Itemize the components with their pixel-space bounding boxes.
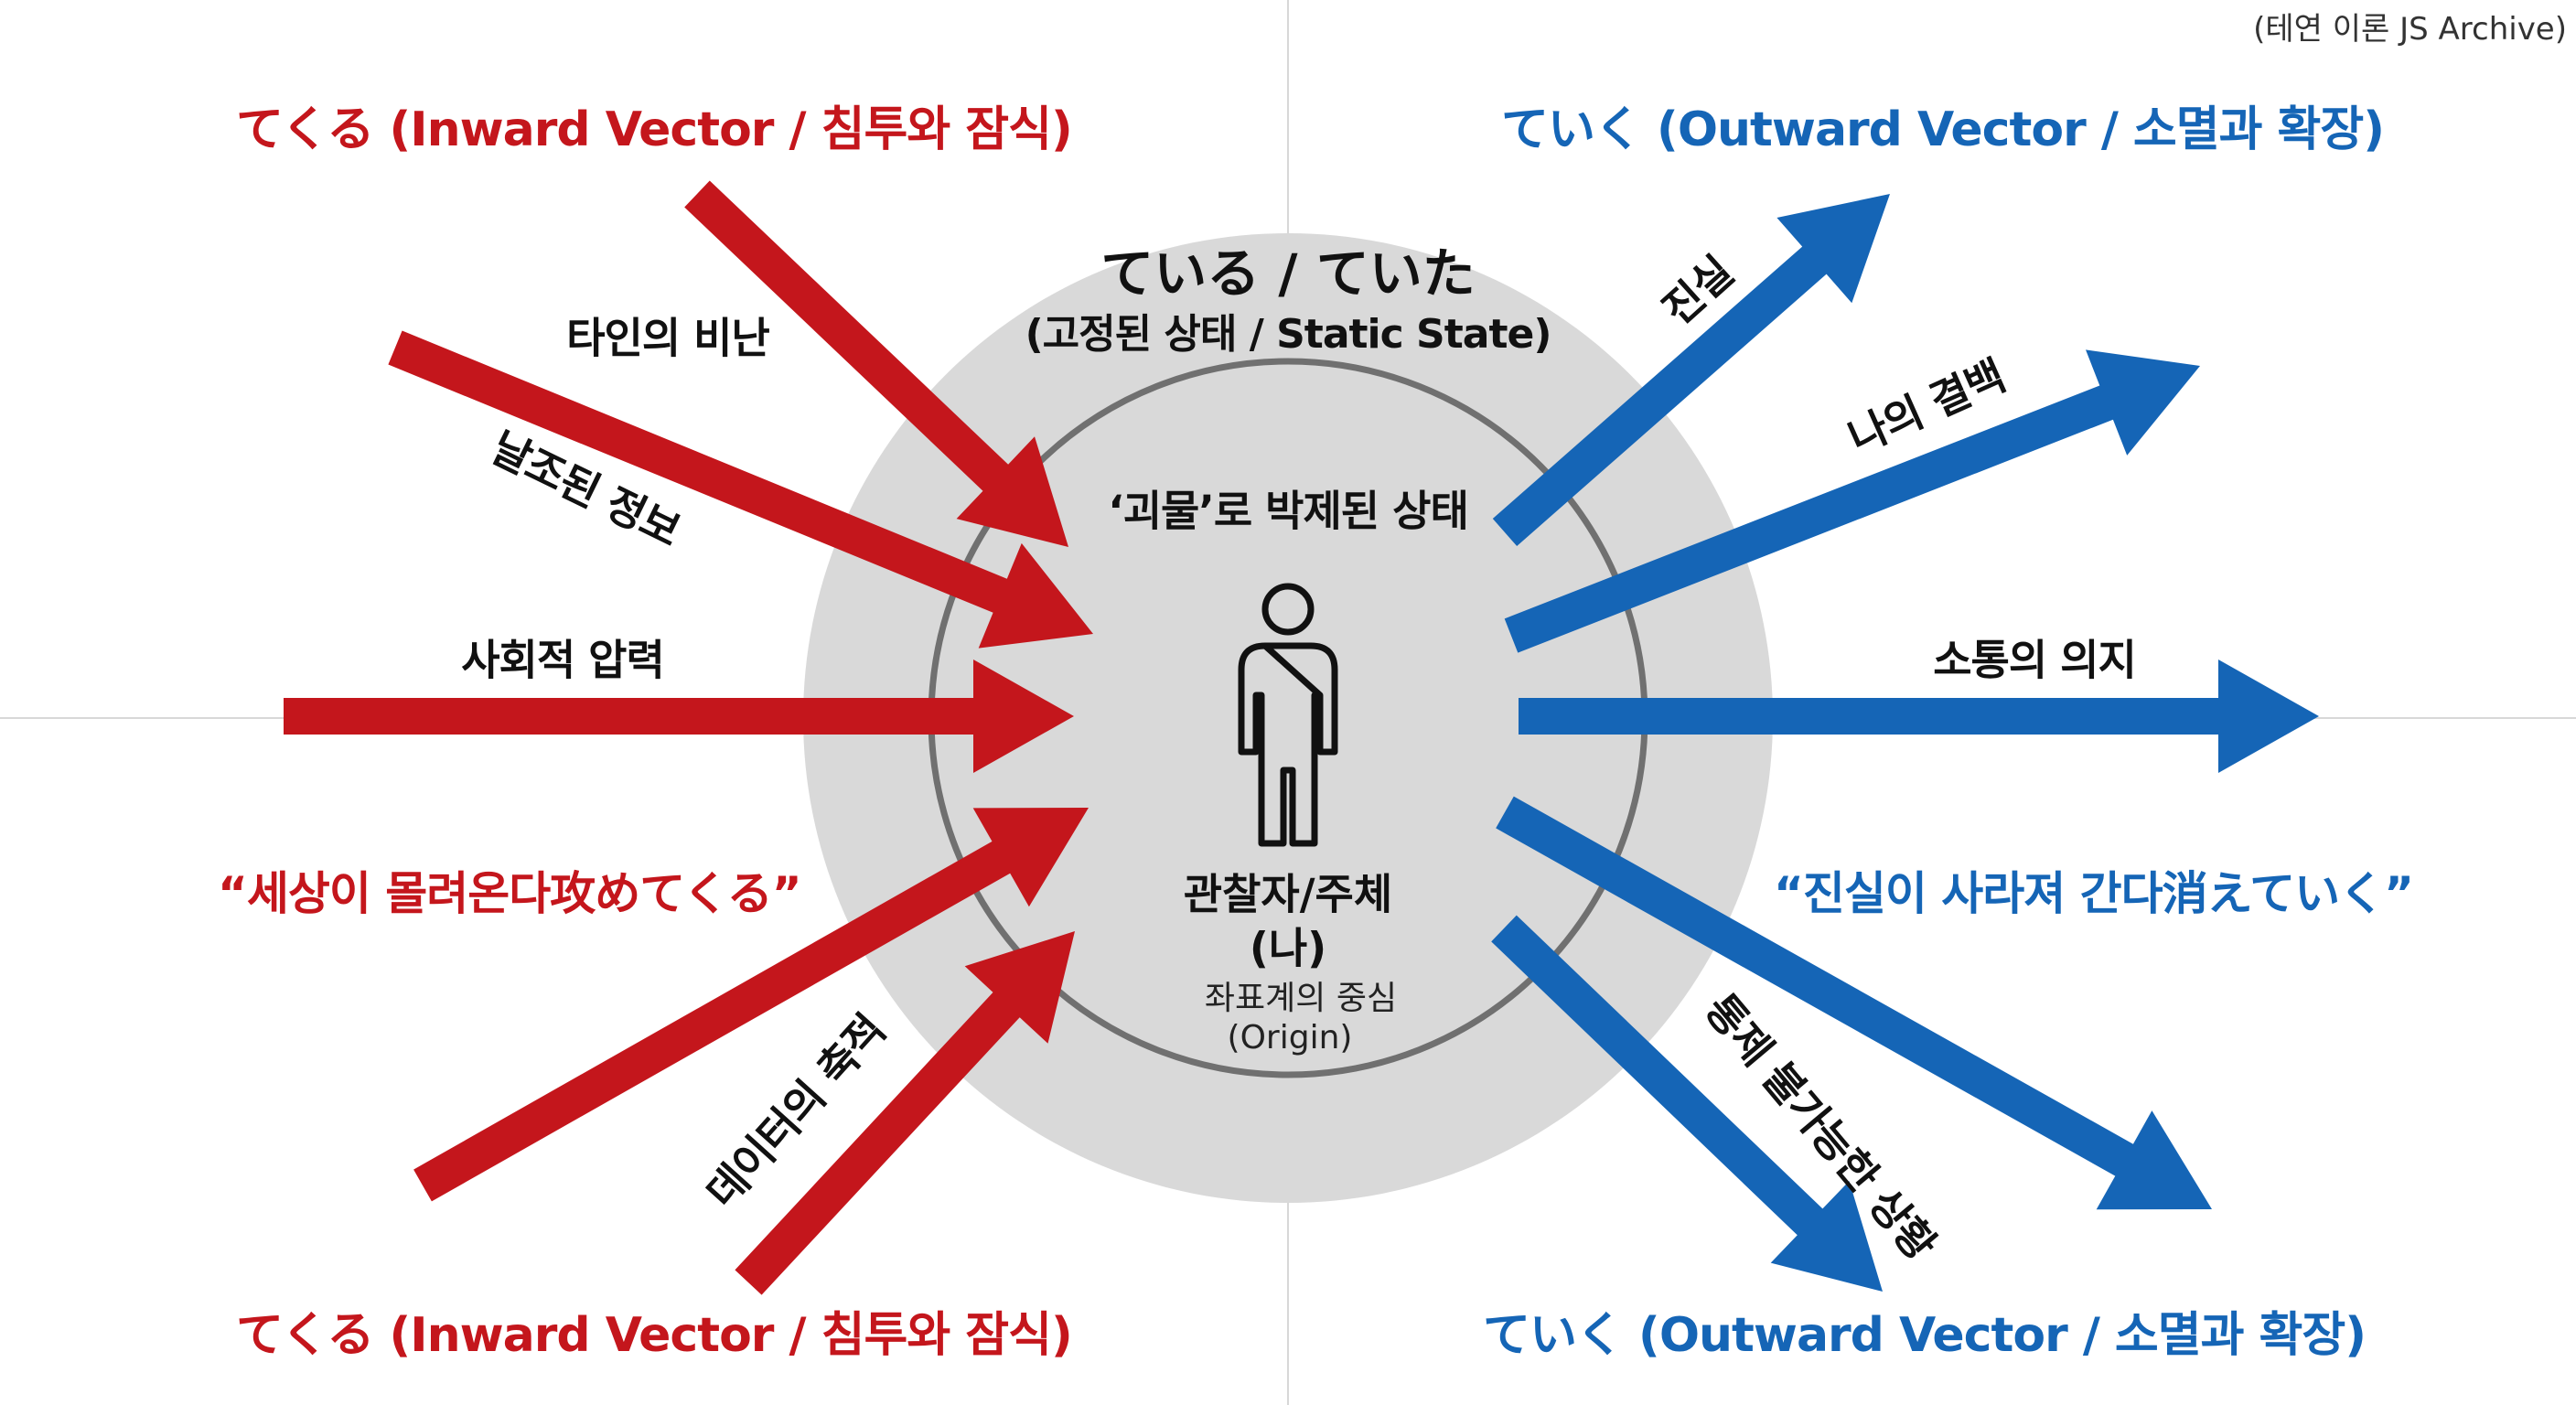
outward-arrow-1 bbox=[1492, 194, 1890, 546]
outward-arrow-2 bbox=[1504, 349, 2200, 653]
inward-label-criticism: 타인의 비난 bbox=[566, 313, 770, 363]
observer-me: (나) bbox=[1249, 923, 1327, 973]
person-icon bbox=[1238, 583, 1338, 847]
observer-title: 관찰자/주체 bbox=[1183, 869, 1393, 919]
origin-caption: 좌표계의 중심 bbox=[1204, 980, 1398, 1018]
static-state-subtitle: (고정된 상태 / Static State) bbox=[1025, 310, 1552, 358]
quote-right: “진실이 사라져 간다消えていく” bbox=[1773, 867, 2414, 920]
outward-arrow-3 bbox=[1519, 660, 2319, 773]
origin-label: (Origin) bbox=[1227, 1019, 1353, 1057]
outward-header-top: ていく (Outward Vector / 소멸과 확장) bbox=[1500, 102, 2385, 157]
outward-arrow-4 bbox=[1496, 796, 2212, 1210]
vector-arrows bbox=[284, 180, 2319, 1295]
outward-label-communication: 소통의 의지 bbox=[1933, 635, 2137, 685]
inward-arrow-5 bbox=[735, 931, 1075, 1295]
credit-label: (테연 이론 JS Archive) bbox=[2253, 11, 2567, 48]
inward-header-top: てくる (Inward Vector / 침투와 잠식) bbox=[236, 102, 1073, 157]
inward-arrow-3 bbox=[284, 660, 1074, 773]
inward-arrow-4 bbox=[413, 808, 1089, 1202]
specimen-label: ‘괴물’로 박제된 상태 bbox=[1108, 486, 1469, 536]
inward-header-bottom: てくる (Inward Vector / 침투와 잠식) bbox=[236, 1308, 1073, 1363]
static-state-title: ている / ていた bbox=[1100, 242, 1476, 306]
inward-label-social-pressure: 사회적 압력 bbox=[461, 635, 665, 685]
quote-left: “세상이 몰려온다攻めてくる” bbox=[218, 867, 802, 920]
outward-arrow-5 bbox=[1491, 915, 1883, 1292]
inward-arrow-1 bbox=[684, 180, 1068, 547]
inward-arrow-2 bbox=[388, 330, 1093, 649]
outward-header-bottom: ていく (Outward Vector / 소멸과 확장) bbox=[1482, 1308, 2367, 1363]
